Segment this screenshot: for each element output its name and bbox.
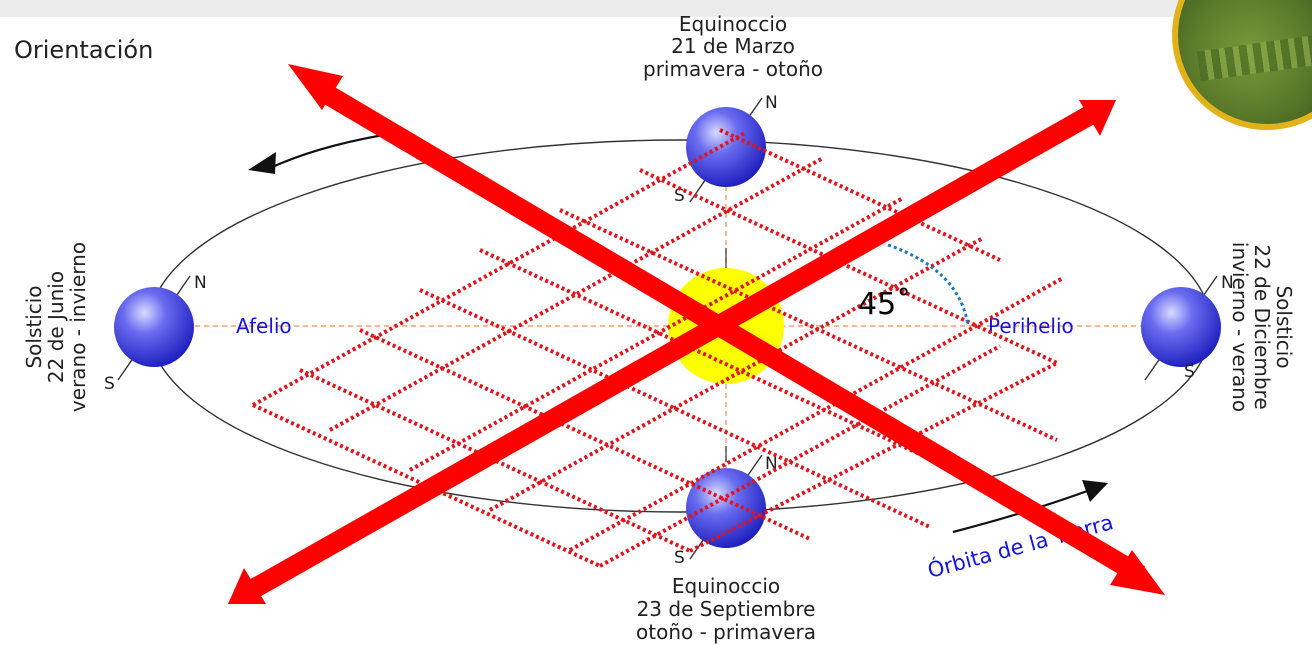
solstice-left-line3: verano - invierno [66, 242, 90, 412]
aphelion-label: Afelio [236, 314, 292, 338]
solstice-left-line2: 22 de Junio [44, 271, 68, 383]
pole-n-left: N [194, 273, 207, 293]
pole-s-right: S [1184, 362, 1195, 382]
orbit-direction-arrow-top [269, 131, 396, 169]
earth-top [686, 97, 766, 203]
red-cross-mark [228, 64, 1165, 604]
solstice-left-line1: Solsticio [22, 285, 46, 368]
pole-n-top: N [765, 93, 778, 113]
dotted-grid [252, 128, 1064, 568]
pole-s-left: S [104, 374, 115, 394]
angle-label: 45˚ [858, 287, 911, 322]
solstice-right-line3: invierno - verano [1228, 242, 1252, 412]
perihelion-label: Perihelio [988, 314, 1074, 338]
orbit-direction-arrowhead-top [248, 152, 276, 174]
pole-s-top: S [674, 186, 685, 206]
pole-n-right: N [1221, 273, 1234, 293]
equinox-bottom-line1: Equinoccio [672, 574, 780, 598]
earth-left [114, 275, 194, 381]
earth-bottom [686, 454, 766, 560]
slide-title: Orientación [14, 36, 154, 64]
solstice-right-line2: 22 de Diciembre [1250, 244, 1274, 409]
orbit-direction-arrowhead-bottom [1082, 480, 1108, 502]
equinox-bottom-line3: otoño - primavera [636, 620, 816, 644]
equinox-top-line3: primavera - otoño [643, 57, 823, 81]
solstice-right-line1: Solsticio [1272, 285, 1296, 368]
earth-right [1141, 275, 1221, 381]
equinox-bottom-line2: 23 de Septiembre [637, 597, 816, 621]
equinox-top-line2: 21 de Marzo [671, 34, 795, 58]
top-bar [0, 0, 1312, 17]
pole-s-bottom: S [674, 548, 685, 568]
equinox-top-line1: Equinoccio [679, 12, 787, 36]
